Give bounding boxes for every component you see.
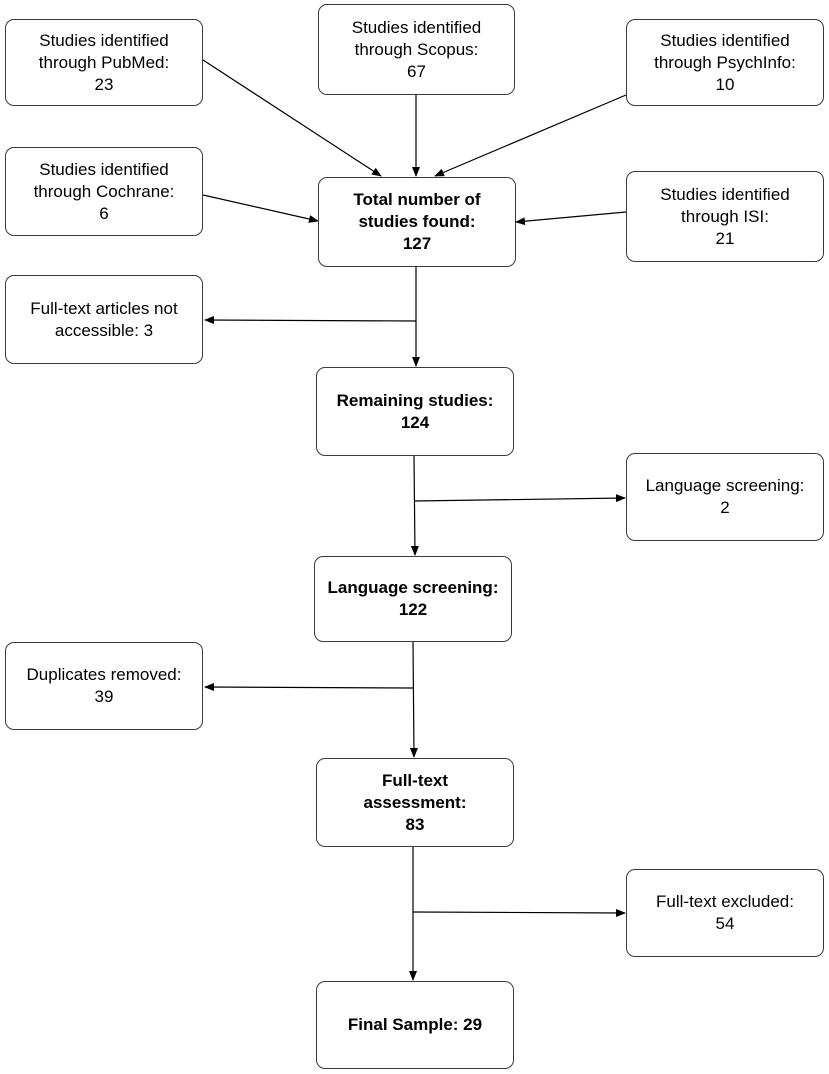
language-label: Language screening:: [327, 578, 499, 597]
duplicates-label: Duplicates removed:: [26, 665, 182, 684]
cochrane-box: Studies identified through Cochrane: 6: [5, 147, 203, 236]
arrow-language-to-fulltext: [409, 641, 418, 758]
fulltext-excluded-count: 54: [715, 914, 735, 933]
remaining-box: Remaining studies: 124: [316, 367, 514, 456]
total-count: 127: [402, 234, 432, 253]
language-excluded-label: Language screening:: [645, 476, 805, 495]
final-sample-label: Final Sample: 29: [347, 1015, 483, 1034]
scopus-label: Studies identified through Scopus:: [351, 17, 482, 59]
remaining-count: 124: [400, 412, 430, 432]
language-excluded-box: Language screening: 2: [626, 453, 824, 541]
pubmed-box: Studies identified through PubMed: 23: [5, 19, 203, 106]
arrow-to-duplicates: [204, 683, 414, 692]
scopus-count: 67: [407, 61, 426, 81]
total-label: Total number of studies found:: [353, 190, 481, 231]
fulltext-assessment-box: Full-text assessment: 83: [316, 758, 514, 847]
scopus-box: Studies identified through Scopus: 67: [318, 4, 515, 95]
language-excluded-count: 2: [720, 498, 730, 517]
total-box: Total number of studies found: 127: [318, 177, 516, 267]
fulltext-excluded-box: Full-text excluded: 54: [626, 869, 824, 957]
language-count: 122: [398, 600, 428, 619]
duplicates-count: 39: [94, 687, 114, 706]
arrow-to-not-accessible: [204, 316, 417, 325]
pubmed-label: Studies identified through PubMed:: [38, 30, 170, 72]
fulltext-assessment-count: 83: [405, 814, 425, 834]
language-box: Language screening: 122: [314, 556, 512, 642]
fulltext-excluded-label: Full-text excluded:: [656, 892, 794, 911]
final-sample-box: Final Sample: 29: [316, 981, 514, 1069]
arrow-pubmed-to-total: [202, 59, 382, 177]
isi-label: Studies identified through ISI:: [660, 184, 790, 226]
arrow-remaining-to-language: [410, 455, 419, 556]
cochrane-label: Studies identified through Cochrane:: [33, 159, 175, 201]
not-accessible-box: Full-text articles not accessible: 3: [5, 275, 203, 364]
pubmed-count: 23: [94, 74, 114, 94]
arrow-cochrane-to-total: [202, 194, 319, 223]
arrow-isi-to-total: [515, 211, 627, 226]
arrow-to-language-excluded: [413, 494, 626, 503]
fulltext-assessment-label: Full-text assessment:: [363, 770, 467, 812]
psychinfo-label: Studies identified through PsychInfo:: [654, 30, 796, 72]
isi-box: Studies identified through ISI: 21: [626, 171, 824, 262]
cochrane-count: 6: [99, 203, 109, 223]
psychinfo-box: Studies identified through PsychInfo: 10: [626, 19, 824, 106]
isi-count: 21: [715, 228, 735, 248]
psychinfo-count: 10: [715, 74, 735, 94]
arrow-to-fulltext-excluded: [412, 908, 626, 917]
duplicates-box: Duplicates removed: 39: [5, 642, 203, 730]
arrow-psychinfo-to-total: [434, 94, 627, 177]
remaining-label: Remaining studies:: [336, 390, 494, 410]
not-accessible-label: Full-text articles not accessible: 3: [30, 298, 178, 340]
